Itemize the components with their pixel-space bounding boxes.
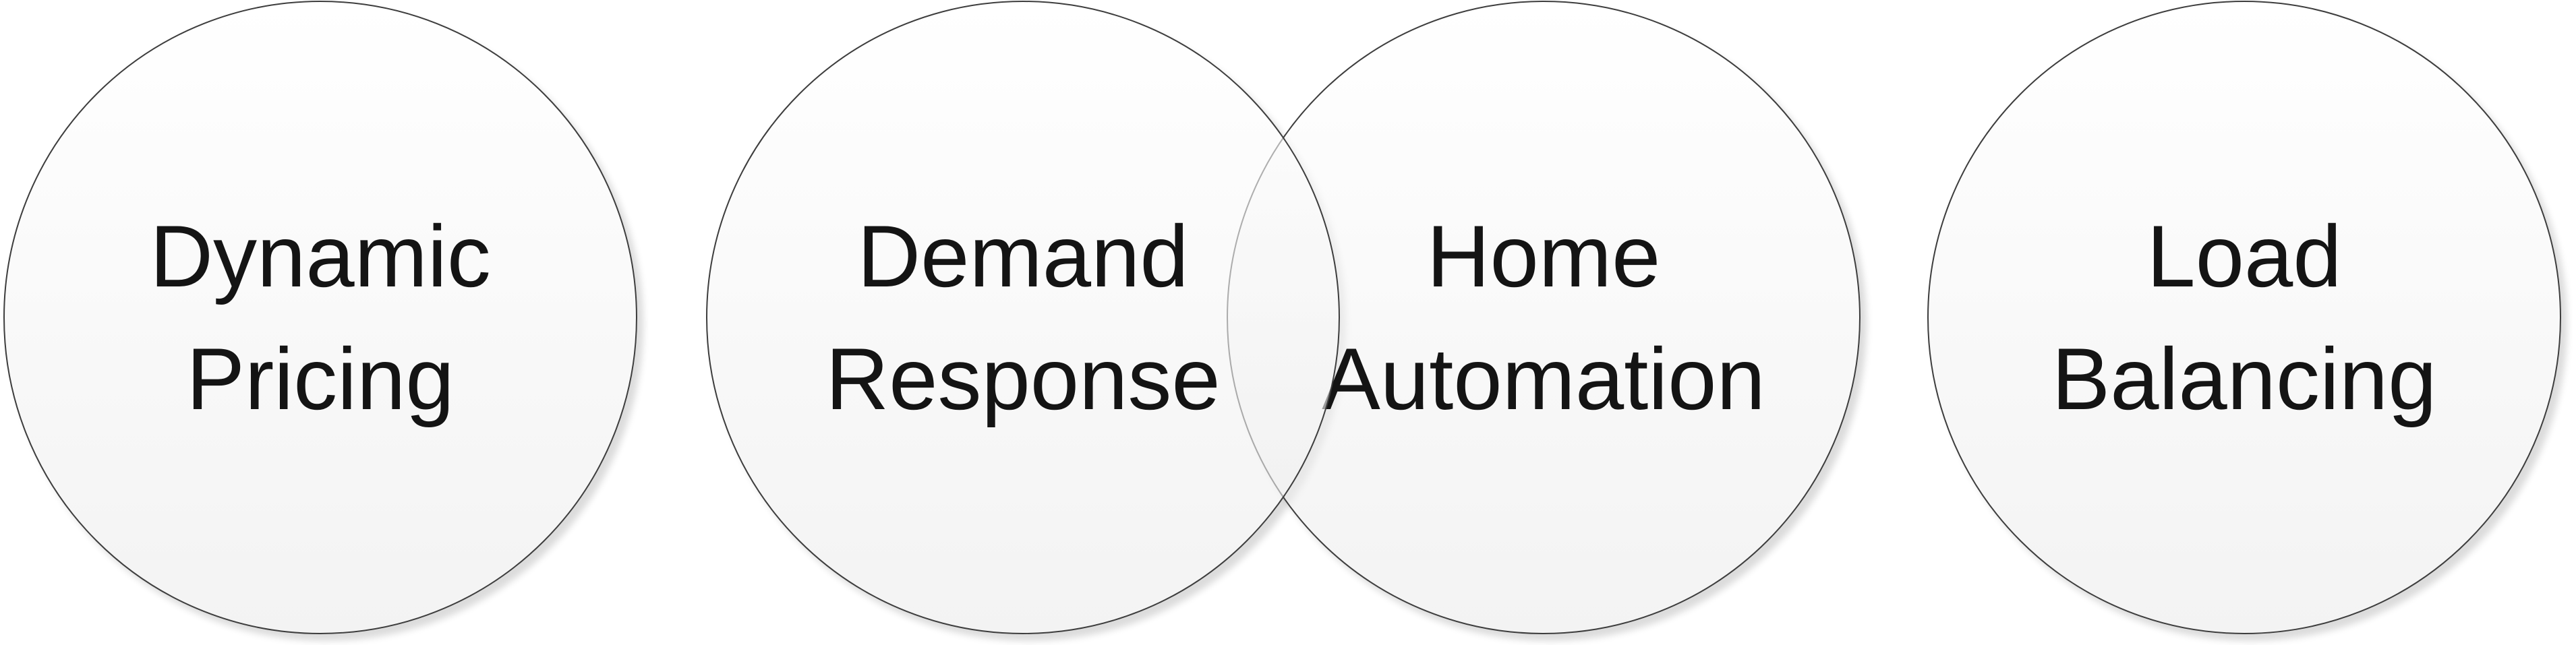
circle-load-balancing: Load Balancing	[1927, 1, 2561, 634]
label-line: Dynamic	[150, 207, 491, 305]
label-line: Demand	[857, 207, 1189, 305]
circle-label: Dynamic Pricing	[150, 195, 491, 440]
circle-demand-response: Demand Response	[706, 1, 1340, 634]
label-line: Load	[2146, 207, 2342, 305]
label-line: Automation	[1322, 330, 1765, 428]
label-line: Balancing	[2051, 330, 2437, 428]
circle-label: Demand Response	[825, 195, 1220, 440]
circle-dynamic-pricing: Dynamic Pricing	[3, 1, 637, 634]
label-line: Response	[825, 330, 1221, 428]
label-line: Pricing	[186, 330, 455, 428]
circle-label: Home Automation	[1322, 195, 1765, 440]
circle-label: Load Balancing	[2052, 195, 2437, 440]
label-line: Home	[1426, 207, 1661, 305]
